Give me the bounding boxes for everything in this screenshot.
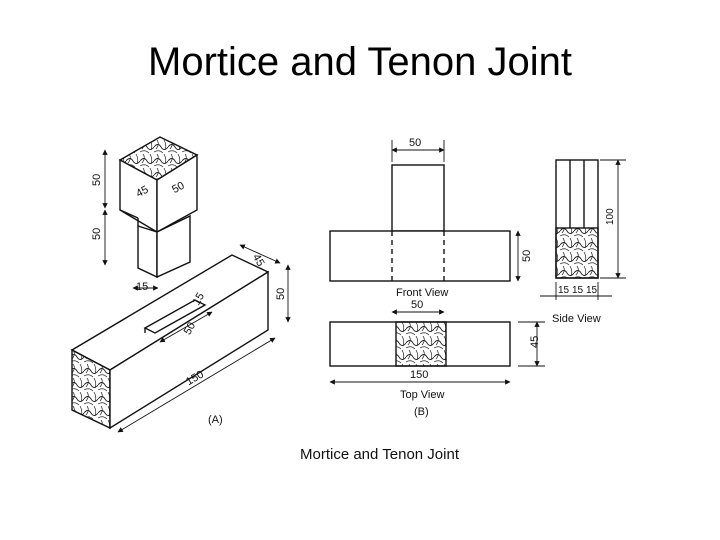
- front-dim-top: 50: [409, 137, 421, 149]
- dim-tenon-width: 45: [134, 184, 150, 200]
- figure-a: [70, 136, 291, 433]
- slide-title: Mortice and Tenon Joint: [148, 40, 572, 84]
- side-dim-bottom-3: 15: [586, 285, 598, 296]
- fig-a-label: (A): [208, 414, 223, 426]
- front-dim-bottom: 50: [411, 299, 423, 311]
- side-dim-height: 100: [605, 208, 616, 225]
- side-view-title: Side View: [552, 313, 601, 325]
- figure-caption: Mortice and Tenon Joint: [300, 446, 460, 463]
- dim-rail-height: 50: [275, 288, 287, 300]
- dim-tenon-thickness: 15: [136, 281, 148, 293]
- fig-b-label: (B): [414, 406, 429, 418]
- side-dim-bottom-1: 15: [558, 285, 570, 296]
- front-view: [329, 140, 521, 315]
- side-dim-bottom-2: 15: [572, 285, 584, 296]
- side-view: [540, 159, 626, 300]
- dim-shoulder-height: 50: [91, 228, 103, 240]
- dim-mortice-width: 15: [191, 291, 208, 308]
- dim-tenon-depth: 50: [170, 180, 186, 196]
- top-view-labels: 150 45 Top View (B): [400, 336, 541, 418]
- dim-rail-width: 45: [250, 252, 267, 269]
- rail-piece: [70, 254, 270, 430]
- top-dim-width: 45: [529, 336, 541, 348]
- fig-a-dim-lines: [102, 149, 291, 433]
- figure-a-labels: 50 50 45 50 15 15 50 45 50 150 (A): [91, 174, 287, 426]
- dim-mortice-length: 50: [182, 320, 199, 337]
- front-view-title: Front View: [396, 287, 448, 299]
- top-view-title: Top View: [400, 389, 444, 401]
- side-view-labels: 100 15 15 15 Side View: [552, 208, 616, 325]
- tenon-piece: [118, 136, 199, 279]
- dim-tenon-height: 50: [91, 174, 103, 186]
- top-dim-length: 150: [410, 369, 428, 381]
- front-view-labels: 50 50 Front View 50: [396, 137, 533, 311]
- top-view: [329, 321, 545, 385]
- front-dim-height: 50: [521, 250, 533, 262]
